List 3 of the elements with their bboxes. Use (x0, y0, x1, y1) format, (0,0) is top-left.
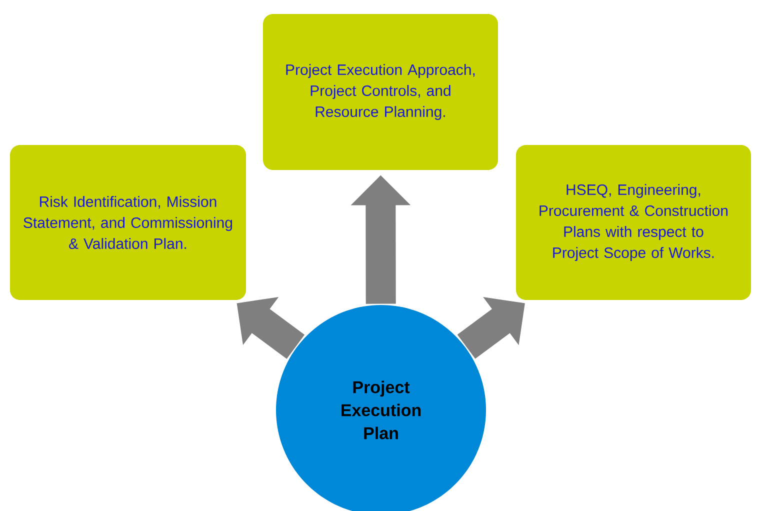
process-box: HSEQ, Engineering, Procurement & Construction Plans with respect to Project Scope of Works. (516, 145, 751, 300)
process-box: Risk Identification, Mission Statement, and Commissioning & Validation Plan. (10, 145, 246, 300)
process-box: Project Execution Approach, Project Controls, and Resource Planning. (263, 14, 498, 170)
